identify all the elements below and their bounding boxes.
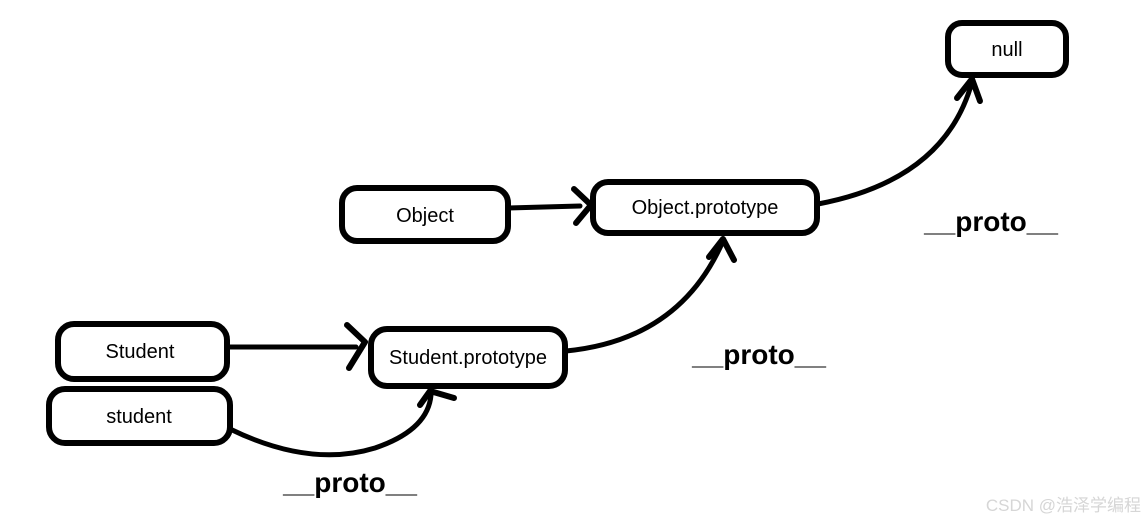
arrow-object-to-object-prototype bbox=[505, 186, 594, 226]
arrow-student-prototype-proto bbox=[563, 236, 737, 354]
arrow-student-instance-proto bbox=[227, 388, 457, 458]
object-box-label: Object bbox=[396, 205, 454, 227]
arrow-object-prototype-proto bbox=[815, 76, 983, 207]
student-prototype-box-label: Student.prototype bbox=[389, 347, 547, 369]
node-object-prototype: Object.prototype bbox=[590, 179, 820, 236]
object-prototype-box-label: Object.prototype bbox=[632, 197, 779, 219]
arrow-curve bbox=[227, 392, 434, 458]
arrow-curve bbox=[563, 238, 726, 354]
student-class-box-label: Student bbox=[106, 341, 175, 363]
arrowhead-icon bbox=[706, 236, 737, 263]
arrow-line bbox=[505, 203, 583, 211]
proto-label-student-prototype: __proto__ bbox=[691, 339, 826, 370]
proto-label-student-instance: __proto__ bbox=[282, 467, 417, 498]
csdn-watermark: CSDN @浩泽学编程 bbox=[986, 496, 1141, 515]
object-box bbox=[339, 185, 511, 244]
arrowhead-icon bbox=[571, 186, 594, 226]
node-student-prototype: Student.prototype bbox=[368, 326, 568, 389]
arrowhead-icon bbox=[344, 322, 368, 371]
student-class-box bbox=[55, 321, 230, 382]
node-student-class: Student bbox=[55, 321, 230, 382]
node-student-instance: student bbox=[46, 386, 233, 446]
arrowhead-icon bbox=[417, 388, 457, 408]
node-null: null bbox=[945, 20, 1069, 78]
student-prototype-box bbox=[368, 326, 568, 389]
arrow-student-to-student-prototype bbox=[227, 322, 368, 371]
student-instance-box bbox=[46, 386, 233, 446]
node-object: Object bbox=[339, 185, 511, 244]
object-prototype-box bbox=[590, 179, 820, 236]
proto-label-object-prototype: __proto__ bbox=[923, 206, 1058, 237]
student-instance-box-label: student bbox=[106, 406, 172, 428]
null-box-label: null bbox=[991, 39, 1022, 61]
arrowhead-icon bbox=[954, 76, 983, 104]
arrow-curve bbox=[815, 79, 975, 207]
null-box bbox=[945, 20, 1069, 78]
